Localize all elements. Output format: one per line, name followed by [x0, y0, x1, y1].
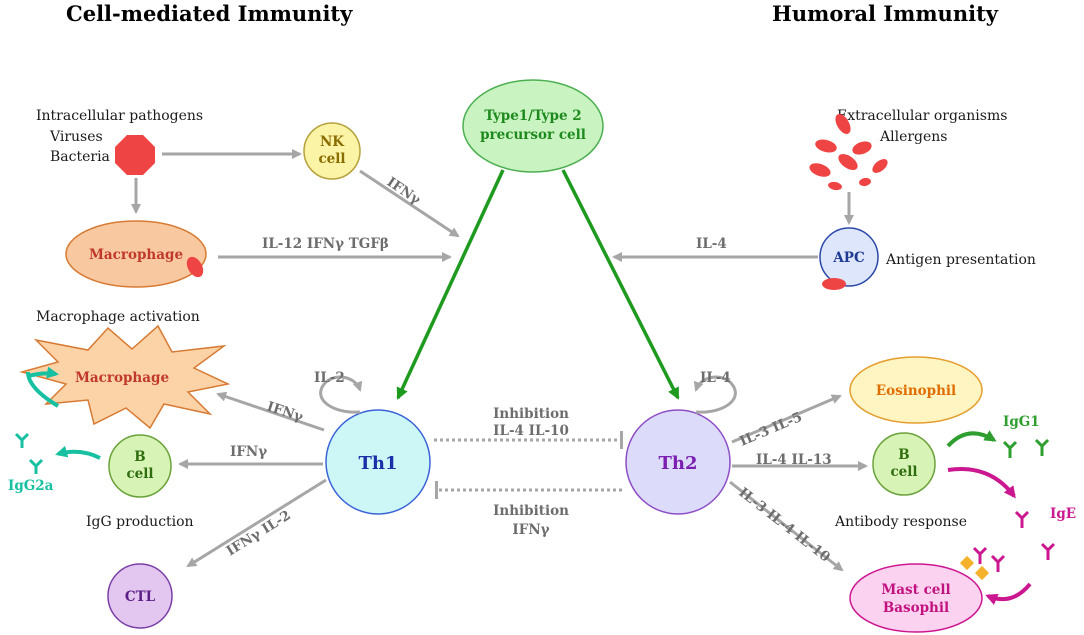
- eosinophil-cell: [849, 356, 983, 424]
- precursor-label-2: precursor cell: [480, 127, 586, 143]
- label-igg1: IgG1: [1003, 414, 1040, 430]
- igg1-antibody-icon: [1002, 438, 1050, 458]
- label-viruses: Viruses: [49, 129, 103, 145]
- label-igg-production: IgG production: [86, 514, 194, 530]
- cytokine-macrophage: IL-12 IFNγ TGFβ: [262, 236, 389, 252]
- arrow-th1-to-ctl: [186, 478, 327, 568]
- label-antigen-presentation: Antigen presentation: [885, 252, 1036, 268]
- ctl-label: CTL: [125, 589, 156, 605]
- label-ige: IgE: [1050, 506, 1076, 522]
- th2-autocrine-arrow: [693, 375, 737, 414]
- cytokine-th2-eos: IL-3 IL-5: [737, 409, 804, 450]
- th1-autocrine-arrow: [319, 375, 363, 414]
- cytokine-th1-mac-ifng: IFNγ: [265, 399, 305, 426]
- apc-cell: [819, 227, 879, 287]
- cytokine-apc-il4: IL-4: [696, 236, 727, 252]
- th2-cell: [625, 409, 731, 515]
- th2-label: Th2: [658, 453, 697, 474]
- label-allergens: Allergens: [879, 129, 948, 145]
- b-cell-right-label-1: B: [898, 447, 909, 463]
- precursor-label-1: Type1/Type 2: [484, 108, 581, 124]
- mast-cell-label-2: Basophil: [883, 600, 949, 616]
- arrow-precursor-to-th1: [396, 169, 505, 400]
- macrophage-cell: [65, 220, 207, 288]
- arrow-precursor-to-th2: [561, 169, 680, 400]
- igg2a-antibody-icon: [14, 432, 44, 474]
- mast-cell-label-1: Mast cell: [881, 582, 950, 598]
- cytokine-th1-ctl: IFNγ IL-2: [224, 507, 294, 559]
- nk-cell-label-2: cell: [318, 151, 345, 167]
- activated-macrophage-star: [19, 324, 231, 430]
- th1-cell: [325, 409, 431, 515]
- apc-antigen-icon: [822, 278, 846, 290]
- ctl-cell: [107, 563, 173, 629]
- cytokine-nk-ifng: IFNγ: [384, 174, 424, 208]
- b-cell-left-label-1: B: [134, 449, 145, 465]
- inhibition-top-label-1: Inhibition: [493, 406, 569, 422]
- b-cell-right: [872, 432, 936, 496]
- apc-label: APC: [832, 250, 865, 266]
- label-bacteria: Bacteria: [50, 149, 110, 165]
- header-cell-mediated: Cell-mediated Immunity: [66, 1, 353, 26]
- th1-label: Th1: [358, 453, 397, 474]
- extracellular-organisms-icon: [809, 114, 888, 191]
- green-arrow-igg1: [946, 430, 997, 448]
- label-antibody-response: Antibody response: [834, 514, 967, 530]
- macrophage-pathogen-icon: [186, 256, 204, 278]
- activated-macrophage-label: Macrophage: [75, 370, 169, 386]
- macrophage-label: Macrophage: [89, 247, 183, 263]
- pathogen-octagon-icon: [115, 135, 155, 175]
- cytokine-th1-bcell-ifng: IFNγ: [230, 444, 267, 460]
- inhibition-top-label-2: IL-4 IL-10: [493, 423, 569, 439]
- teal-arrow-2: [55, 445, 101, 460]
- nk-cell: [303, 122, 361, 180]
- header-humoral: Humoral Immunity: [772, 1, 999, 26]
- ige-antibody-icon: [972, 510, 1056, 572]
- arrow-nk-to-center: [359, 169, 460, 238]
- magenta-arrow-return: [985, 582, 1032, 605]
- label-extracellular: Extracellular organisms: [837, 108, 1007, 124]
- b-cell-right-label-2: cell: [890, 464, 917, 480]
- magenta-arrow-ige: [947, 467, 1016, 499]
- arrow-th2-to-mast: [729, 480, 844, 572]
- cytokine-th1-il2: IL-2: [314, 370, 345, 386]
- cytokine-th2-il4: IL-4: [700, 370, 731, 386]
- label-intracellular: Intracellular pathogens: [36, 108, 203, 124]
- nk-cell-label-1: NK: [320, 134, 345, 150]
- cytokine-th2-mast: IL-3 IL-4 IL-10: [736, 485, 833, 566]
- mast-receptor-icon-1: [959, 555, 975, 571]
- b-cell-left: [108, 434, 172, 498]
- b-cell-left-label-2: cell: [126, 466, 153, 482]
- mast-cell: [849, 563, 983, 633]
- cytokine-th2-bcell: IL-4 IL-13: [756, 452, 832, 468]
- inhibition-bottom-label-2: IFNγ: [512, 522, 549, 538]
- precursor-cell: [462, 79, 604, 173]
- label-igg2a: IgG2a: [8, 478, 54, 494]
- inhibition-bottom-label-1: Inhibition: [493, 503, 569, 519]
- teal-arrow-1: [27, 366, 59, 379]
- eosinophil-label: Eosinophil: [876, 383, 956, 399]
- arrow-th2-to-eosinophil: [731, 394, 842, 444]
- arrow-th1-to-macrophage: [216, 391, 325, 432]
- label-macrophage-activation: Macrophage activation: [36, 309, 200, 325]
- mast-receptor-icon-2: [974, 565, 990, 581]
